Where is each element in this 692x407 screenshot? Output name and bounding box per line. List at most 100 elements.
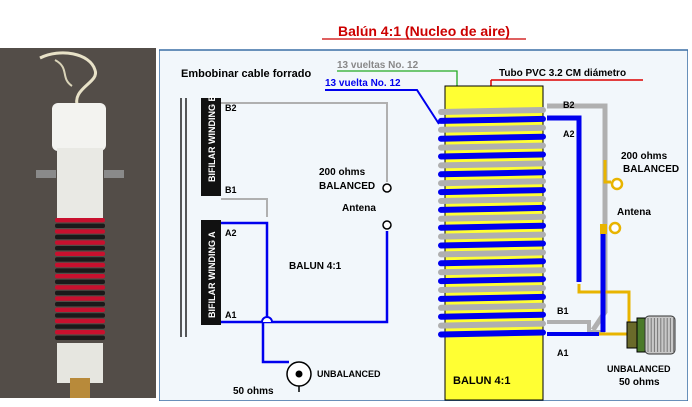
label-b2-left: B2 (225, 103, 237, 113)
lead-gold-top (603, 160, 611, 184)
label-balanced-left: BALANCED (319, 181, 375, 192)
label-b1-right: B1 (557, 306, 569, 316)
photo-coil-turn (55, 313, 105, 318)
balun-diagram: Balún 4:1 (Nucleo de aire) Embobinar cab… (159, 23, 688, 401)
photo-coil-turn (55, 229, 105, 234)
photo-coil-turn (55, 307, 105, 312)
coil-turn-gray (438, 196, 546, 204)
antenna-terminal-bottom (382, 220, 392, 230)
label-a2-left: A2 (225, 228, 237, 238)
label-vueltas-gray: 13 vueltas No. 12 (337, 60, 419, 71)
label-vueltas-blue: 13 vuelta No. 12 (325, 78, 401, 89)
coil-turn-gray (438, 249, 546, 258)
winding-a-label: BIFILAR WINDING A (207, 231, 217, 318)
label-b2-right: B2 (563, 100, 575, 110)
winding-a-bar (201, 220, 221, 325)
coil-turn-gray (438, 142, 546, 151)
label-antena-left: Antena (342, 203, 376, 214)
photo-coil-turn (55, 318, 105, 324)
balun-photo (0, 48, 156, 398)
leader-blue (325, 89, 440, 125)
label-a1-left: A1 (225, 310, 237, 320)
coil-turn-blue (438, 187, 546, 196)
photo-end-cap (52, 103, 106, 151)
wire-b2-to-antenna (221, 102, 388, 182)
antenna-terminal-top (382, 183, 392, 193)
photo-pvc-tube (57, 148, 103, 218)
winding-b-label: BIFILAR WINDING B (207, 95, 217, 182)
photo-coil-turn (55, 330, 105, 335)
coil-turn-gray (438, 124, 546, 133)
coil-turn-gray (438, 178, 546, 187)
coil-turn-gray (438, 231, 546, 240)
photo-coil-turn (55, 246, 105, 251)
coil-turn-blue (438, 240, 546, 249)
label-200ohms-right: 200 ohms (621, 151, 668, 162)
wire-b1-to-a2 (221, 198, 268, 217)
antenna-lug-top (610, 177, 624, 191)
label-unbalanced-left: UNBALANCED (317, 369, 381, 379)
label-50ohms-right: 50 ohms (619, 377, 660, 388)
label-50ohms-left: 50 ohms (233, 386, 274, 397)
label-balun-left: BALUN 4:1 (289, 261, 342, 272)
coil-turn-gray (438, 107, 546, 115)
label-a2-right: A2 (563, 129, 575, 139)
photo-coil-turn (55, 257, 105, 262)
coil-turn-blue (438, 204, 546, 213)
photo-coil-turn (55, 296, 105, 301)
wire-crossover (261, 316, 273, 323)
label-balanced-right: BALANCED (623, 164, 679, 175)
coil-turn-blue (438, 222, 546, 231)
coil-turn-blue (438, 276, 546, 285)
coax-socket (626, 315, 676, 355)
photo-coil-turn (55, 302, 105, 307)
photo-coil-turn (55, 218, 105, 223)
photo-coil-turn (55, 223, 105, 228)
label-a1-right: A1 (557, 348, 569, 358)
photo-coil-turn (55, 290, 105, 296)
coil-turn-gray (438, 285, 546, 293)
coax-connector-pin (295, 370, 303, 378)
label-tubo: Tubo PVC 3.2 CM diámetro (499, 68, 626, 79)
label-200ohms-left: 200 ohms (319, 167, 366, 178)
wire-to-coax (261, 322, 289, 364)
coil-turn-blue (438, 133, 546, 142)
photo-coil-turn (55, 285, 105, 290)
photo-coil-turn (55, 262, 105, 268)
lug-bottom-base (600, 224, 607, 234)
photo-coil-turn (55, 240, 105, 245)
coil-turn-blue (438, 293, 546, 302)
coil-turn-gray (438, 267, 546, 276)
coil-turn-blue (438, 311, 546, 320)
label-b1-left: B1 (225, 185, 237, 195)
photo-coil-turn (55, 268, 105, 273)
winding-b-bar (201, 98, 221, 196)
diagram-title: Balún 4:1 (Nucleo de aire) (338, 23, 510, 39)
photo-coil-turn (55, 274, 105, 279)
bifilar-coil (438, 107, 546, 338)
coil-turn-gray (438, 160, 546, 169)
coil-turn-gray (438, 320, 546, 329)
photo-coil-turn (55, 279, 105, 284)
antenna-lug-bottom (608, 221, 622, 235)
photo-coil-turn (55, 234, 105, 240)
photo-coil-turn (55, 251, 105, 256)
coil-turn-blue (438, 258, 546, 267)
coil-turn-blue (438, 329, 546, 338)
coil-turn-blue (438, 151, 546, 160)
lead-a2 (547, 115, 582, 282)
photo-coil (55, 218, 105, 340)
label-antena-right: Antena (617, 207, 651, 218)
coil-turn-gray (438, 302, 546, 311)
photo-string (39, 51, 97, 109)
lead-b2 (547, 103, 608, 332)
label-unbalanced-right: UNBALANCED (607, 364, 671, 374)
photo-right-terminal (104, 170, 124, 178)
photo-left-terminal (36, 170, 56, 178)
label-balun-right: BALUN 4:1 (453, 375, 510, 387)
coil-turn-blue (438, 115, 546, 124)
photo-coil-turn (55, 324, 105, 329)
coil-turn-gray (438, 213, 546, 222)
photo-connector (70, 378, 90, 398)
photo-coil-turn (55, 335, 105, 340)
